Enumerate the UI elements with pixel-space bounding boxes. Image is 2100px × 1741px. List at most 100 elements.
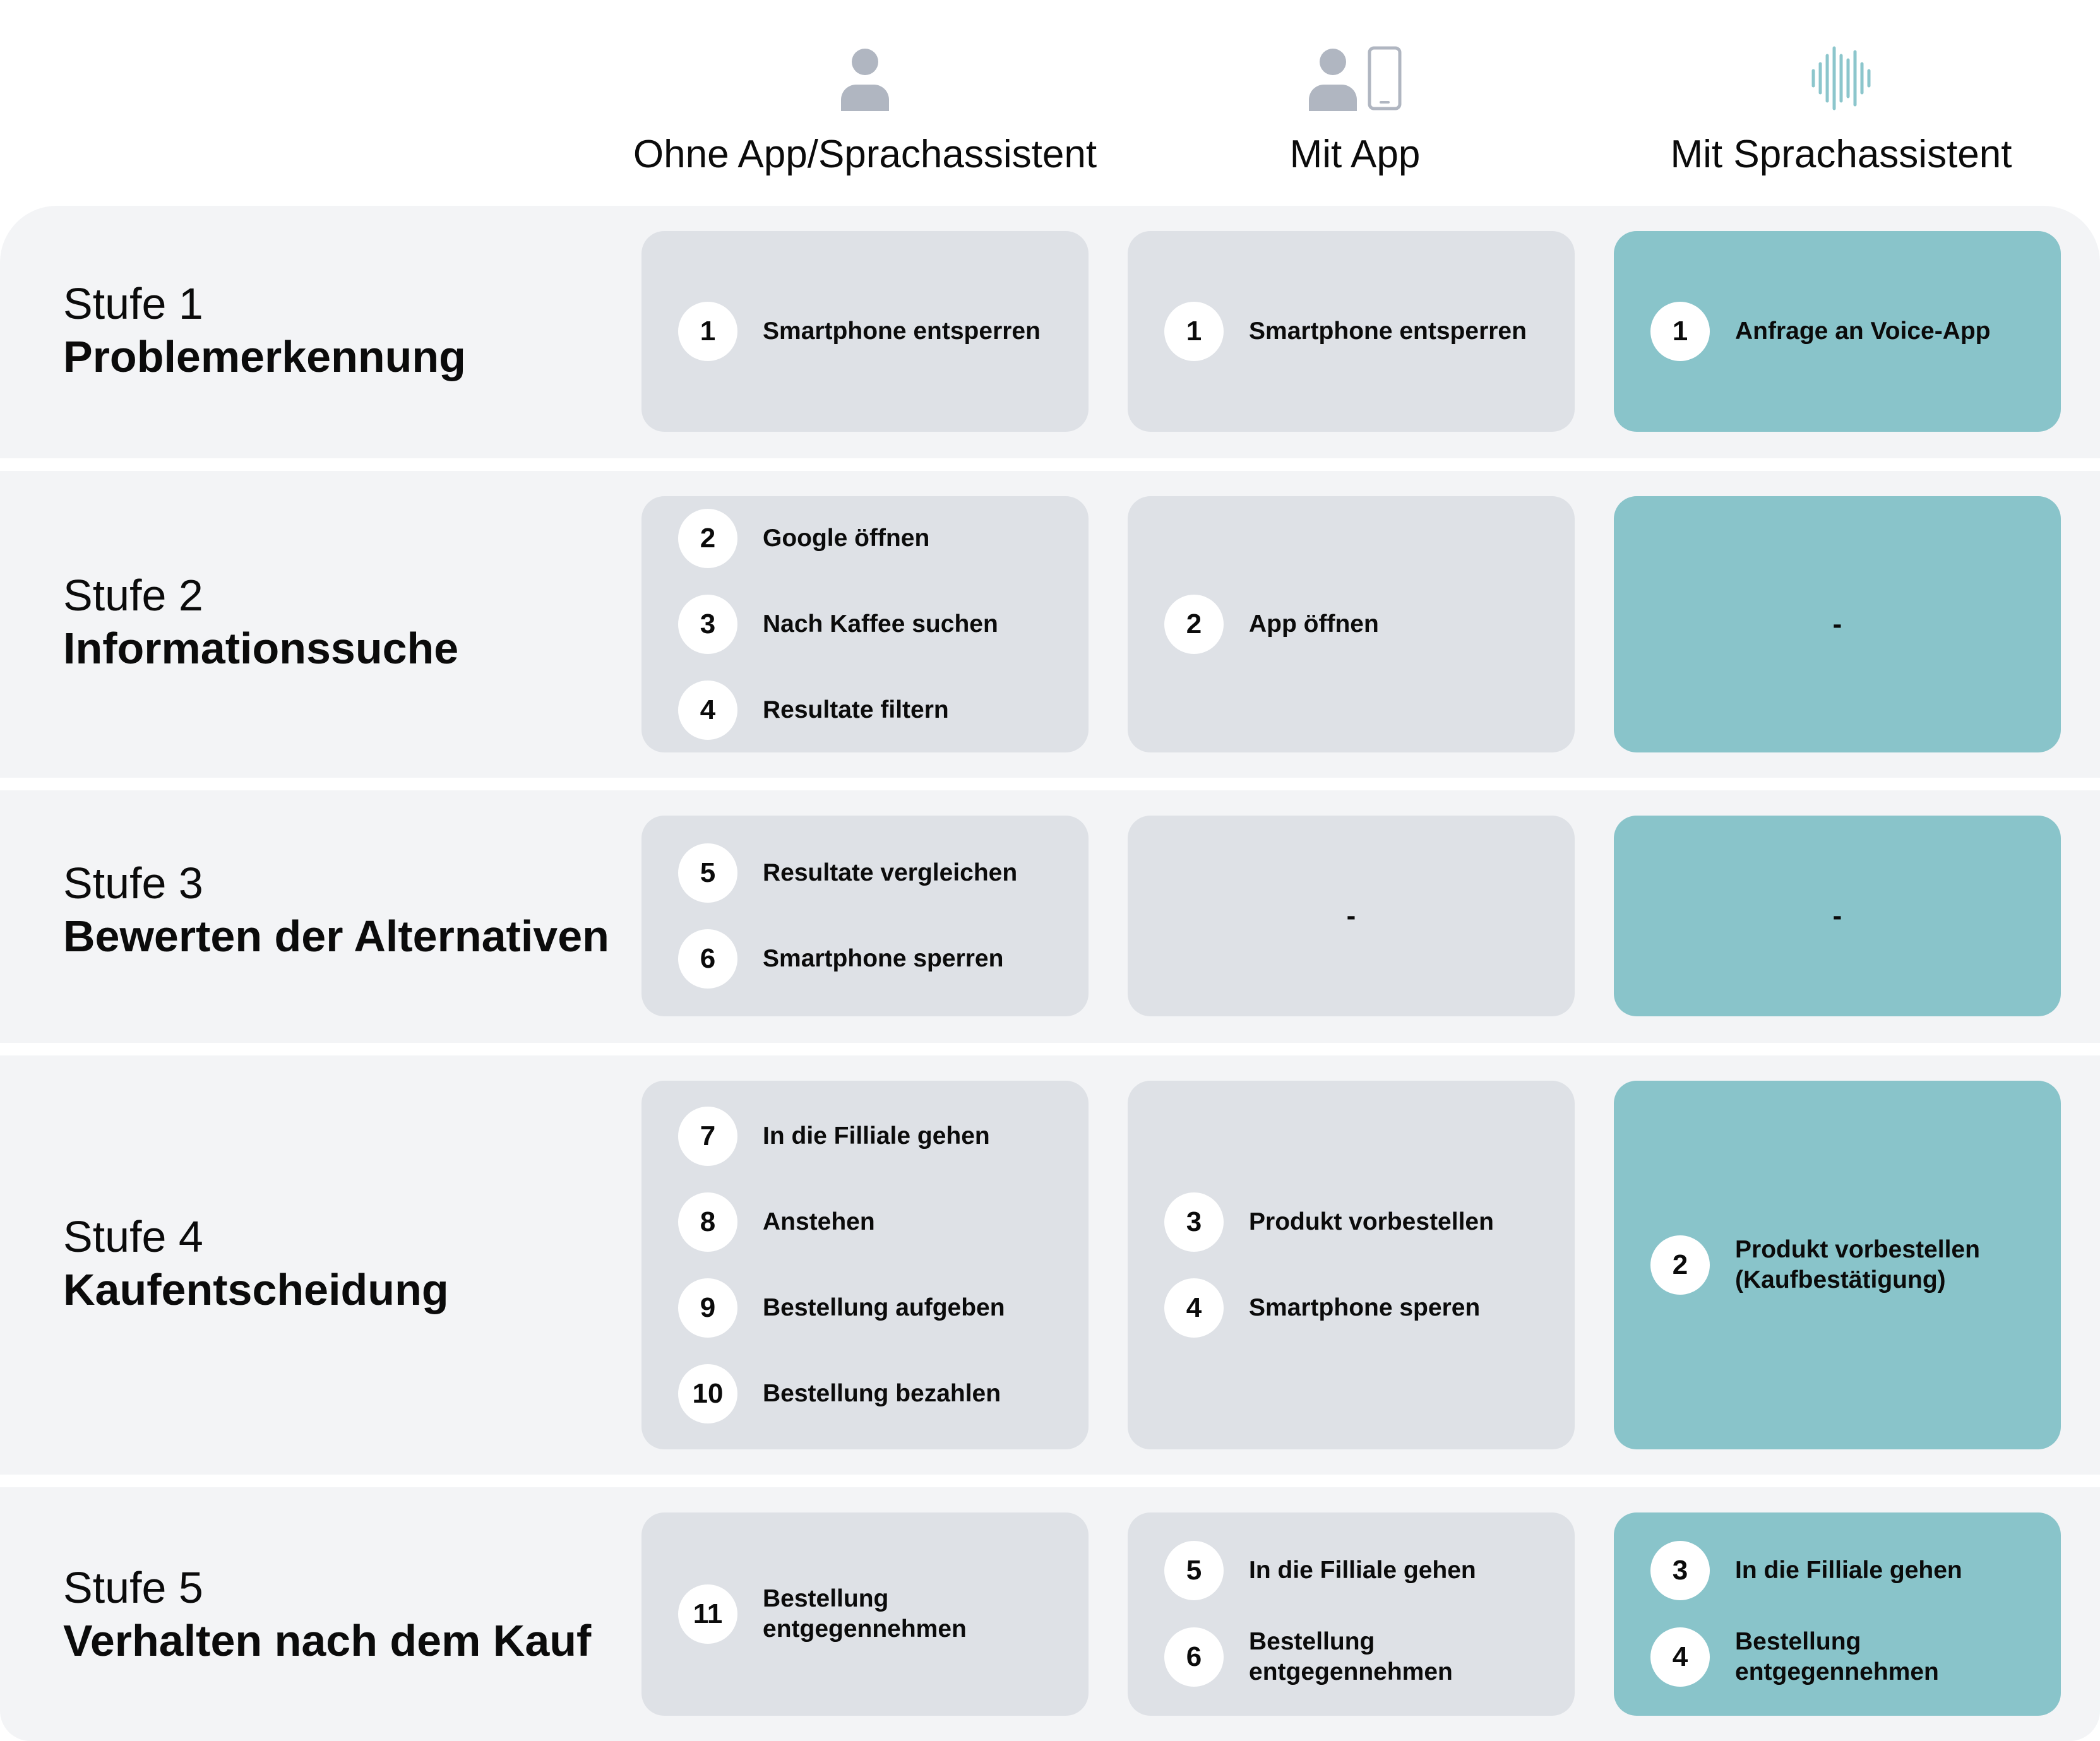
step-list: 1 Anfrage an Voice-App bbox=[1614, 231, 2061, 432]
step-list: 2 Produkt vorbestellen (Kaufbestätigung) bbox=[1614, 1081, 2061, 1449]
step-label: In die Filliale gehen bbox=[1249, 1557, 1476, 1584]
step-item: 2 App öffnen bbox=[1164, 595, 1575, 654]
empty-cell-dash: - bbox=[1346, 900, 1356, 931]
step-label: Smartphone entsperren bbox=[763, 318, 1041, 345]
step-number-badge: 8 bbox=[678, 1192, 737, 1252]
step-label: In die Filliale gehen bbox=[1735, 1557, 1962, 1584]
step-item: 4 Bestellung entgegennehmen bbox=[1650, 1627, 2061, 1687]
step-label: Produkt vorbestellen bbox=[1249, 1208, 1494, 1235]
column-header: Mit App bbox=[1101, 0, 1609, 189]
step-item: 10 Bestellung bezahlen bbox=[678, 1364, 1089, 1423]
stage-name: Problemerkennung bbox=[63, 332, 466, 381]
step-number-badge: 2 bbox=[1650, 1235, 1710, 1295]
step-number-badge: 1 bbox=[1650, 302, 1710, 361]
step-item: 1 Smartphone entsperren bbox=[1164, 302, 1575, 361]
voice-wave-icon bbox=[1587, 37, 2095, 111]
step-item: 4 Resultate filtern bbox=[678, 680, 1089, 740]
step-cell: 2 Produkt vorbestellen (Kaufbestätigung) bbox=[1614, 1081, 2061, 1449]
step-cell: 5 In die Filliale gehen 6 Bestellung entgeg… bbox=[1128, 1512, 1575, 1716]
empty-cell-dash: - bbox=[1832, 900, 1842, 931]
step-cell: 1 Smartphone entsperren bbox=[1128, 231, 1575, 432]
step-label: Smartphone entsperren bbox=[1249, 318, 1527, 345]
step-list: 3 Produkt vorbestellen 4 Smartphone speren bbox=[1128, 1081, 1575, 1449]
stage-number: Stufe 5 bbox=[63, 1563, 203, 1612]
stage-name: Bewerten der Alternativen bbox=[63, 912, 609, 961]
step-label: Anfrage an Voice-App bbox=[1735, 318, 1991, 345]
step-item: 6 Bestellung entgegennehmen bbox=[1164, 1627, 1575, 1687]
column-header: Ohne App/Sprachassistent bbox=[611, 0, 1119, 189]
step-list: 3 In die Filliale gehen 4 Bestellung entgeg… bbox=[1614, 1512, 2061, 1716]
stage-number: Stufe 1 bbox=[63, 279, 203, 328]
step-number-badge: 4 bbox=[1650, 1627, 1710, 1687]
stage-number: Stufe 2 bbox=[63, 571, 203, 620]
stage-name: Kaufentscheidung bbox=[63, 1265, 449, 1314]
step-cell: - bbox=[1614, 496, 2061, 752]
step-cell: 3 In die Filliale gehen 4 Bestellung entgeg… bbox=[1614, 1512, 2061, 1716]
empty-cell-dash: - bbox=[1832, 609, 1842, 639]
stage-name: Verhalten nach dem Kauf bbox=[63, 1616, 592, 1665]
step-item: 7 In die Filliale gehen bbox=[678, 1107, 1089, 1166]
step-number-badge: 3 bbox=[1164, 1192, 1224, 1252]
step-label: Bestellung entgegennehmen bbox=[1735, 1628, 1939, 1685]
step-number-badge: 4 bbox=[678, 680, 737, 740]
column-title: Ohne App/Sprachassistent bbox=[633, 133, 1097, 176]
step-label: Bestellung bezahlen bbox=[763, 1380, 1001, 1407]
step-label: Anstehen bbox=[763, 1208, 875, 1235]
step-number-badge: 6 bbox=[1164, 1627, 1224, 1687]
step-number-badge: 6 bbox=[678, 929, 737, 989]
step-number-badge: 1 bbox=[1164, 302, 1224, 361]
step-label: Bestellung aufgeben bbox=[763, 1294, 1005, 1321]
person-icon bbox=[611, 37, 1119, 111]
step-label: Resultate filtern bbox=[763, 696, 949, 723]
step-item: 3 Nach Kaffee suchen bbox=[678, 595, 1089, 654]
step-list: 1 Smartphone entsperren bbox=[1128, 231, 1575, 432]
step-item: 4 Smartphone speren bbox=[1164, 1278, 1575, 1338]
step-cell: - bbox=[1128, 816, 1575, 1016]
person-smartphone-icon bbox=[1101, 37, 1609, 111]
step-cell: 2 App öffnen bbox=[1128, 496, 1575, 752]
step-number-badge: 2 bbox=[678, 509, 737, 568]
step-item: 3 In die Filliale gehen bbox=[1650, 1541, 2061, 1600]
step-cell: 1 Anfrage an Voice-App bbox=[1614, 231, 2061, 432]
step-list: 5 In die Filliale gehen 6 Bestellung entgeg… bbox=[1128, 1512, 1575, 1716]
stage-number: Stufe 3 bbox=[63, 859, 203, 908]
step-label: App öffnen bbox=[1249, 610, 1379, 638]
step-number-badge: 5 bbox=[1164, 1541, 1224, 1600]
step-item: 2 Produkt vorbestellen (Kaufbestätigung) bbox=[1650, 1235, 2061, 1295]
stage-number: Stufe 4 bbox=[63, 1212, 203, 1261]
column-title: Mit Sprachassistent bbox=[1670, 133, 2012, 176]
step-label: Resultate vergleichen bbox=[763, 859, 1018, 886]
step-item: 8 Anstehen bbox=[678, 1192, 1089, 1252]
step-number-badge: 4 bbox=[1164, 1278, 1224, 1338]
step-number-badge: 7 bbox=[678, 1107, 737, 1166]
step-number-badge: 3 bbox=[1650, 1541, 1710, 1600]
step-label: Bestellung entgegennehmen bbox=[1249, 1628, 1453, 1685]
step-number-badge: 2 bbox=[1164, 595, 1224, 654]
step-list: 2 App öffnen bbox=[1128, 496, 1575, 752]
column-header: Mit Sprachassistent bbox=[1587, 0, 2095, 189]
step-label: Produkt vorbestellen (Kaufbestätigung) bbox=[1735, 1236, 1980, 1293]
step-label: Smartphone speren bbox=[1249, 1294, 1481, 1321]
step-label: In die Filliale gehen bbox=[763, 1122, 990, 1150]
step-label: Nach Kaffee suchen bbox=[763, 610, 998, 638]
step-item: 5 In die Filliale gehen bbox=[1164, 1541, 1575, 1600]
step-number-badge: 3 bbox=[678, 595, 737, 654]
step-number-badge: 10 bbox=[678, 1364, 737, 1423]
